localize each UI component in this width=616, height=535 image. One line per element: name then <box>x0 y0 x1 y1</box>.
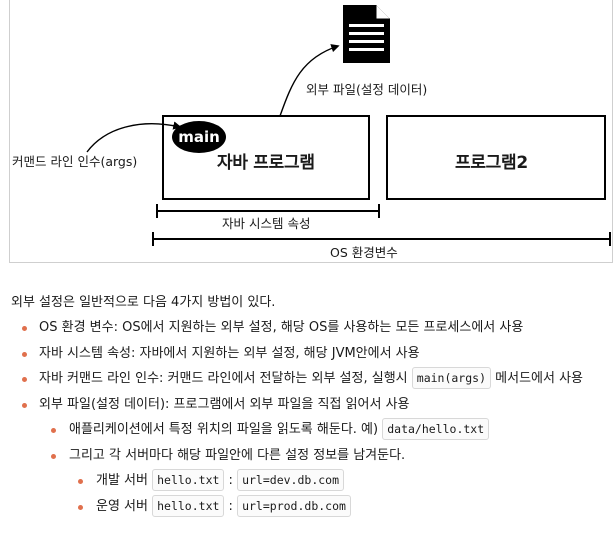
list-item: 운영 서버 hello.txt : url=prod.db.com <box>11 494 611 520</box>
args-label: 커맨드 라인 인수(args) <box>12 154 138 169</box>
method-list: OS 환경 변수: OS에서 지원하는 외부 설정, 해당 OS를 사용하는 모… <box>11 315 611 519</box>
java-program-label: 자바 프로그램 <box>217 153 315 173</box>
diagram-lines <box>86 5 611 246</box>
file-label: 외부 파일(설정 데이터) <box>306 82 428 97</box>
list-item: 자바 시스템 속성: 자바에서 지원하는 외부 설정, 해당 JVM안에서 사용 <box>11 341 611 367</box>
inline-code: url=prod.db.com <box>237 494 351 517</box>
arrow-args-to-main <box>86 121 182 153</box>
main-badge: main <box>172 121 226 153</box>
inline-code: main(args) <box>411 367 492 389</box>
intro-paragraph: 외부 설정은 일반적으로 다음 4가지 방법이 있다. <box>11 295 276 310</box>
os-env-label: OS 환경변수 <box>330 245 398 260</box>
list-item: 자바 커맨드 라인 인수: 커맨드 라인에서 전달하는 외부 설정, 실행시 m… <box>11 366 611 392</box>
inline-code: hello.txt <box>152 469 225 491</box>
inline-code: data/hello.txt <box>382 418 490 440</box>
description: 외부 설정은 일반적으로 다음 4가지 방법이 있다. OS 환경 변수: OS… <box>11 290 611 519</box>
arrow-to-file <box>279 44 340 117</box>
system-props-label: 자바 시스템 속성 <box>222 216 311 231</box>
list-item: 개발 서버 hello.txt : url=dev.db.com <box>11 468 611 494</box>
java-program-box <box>162 115 370 200</box>
list-item: 외부 파일(설정 데이터): 프로그램에서 외부 파일을 직접 읽어서 사용 <box>11 392 611 418</box>
list-item: OS 환경 변수: OS에서 지원하는 외부 설정, 해당 OS를 사용하는 모… <box>11 315 611 341</box>
list-item: 애플리케이션에서 특정 위치의 파일을 읽도록 해둔다. 예) data/hel… <box>11 417 611 443</box>
config-diagram: 외부 파일(설정 데이터) 커맨드 라인 인수(args) main 자바 프로… <box>9 0 613 263</box>
document-icon <box>343 5 390 63</box>
system-props-bracket <box>156 204 380 218</box>
inline-code: url=dev.db.com <box>237 469 345 491</box>
os-env-bracket <box>152 232 611 246</box>
program2-label: 프로그램2 <box>455 153 528 173</box>
inline-code: hello.txt <box>152 494 225 517</box>
list-item: 그리고 각 서버마다 해당 파일안에 다른 설정 정보를 남겨둔다. <box>11 443 611 469</box>
program2-box <box>386 115 606 200</box>
